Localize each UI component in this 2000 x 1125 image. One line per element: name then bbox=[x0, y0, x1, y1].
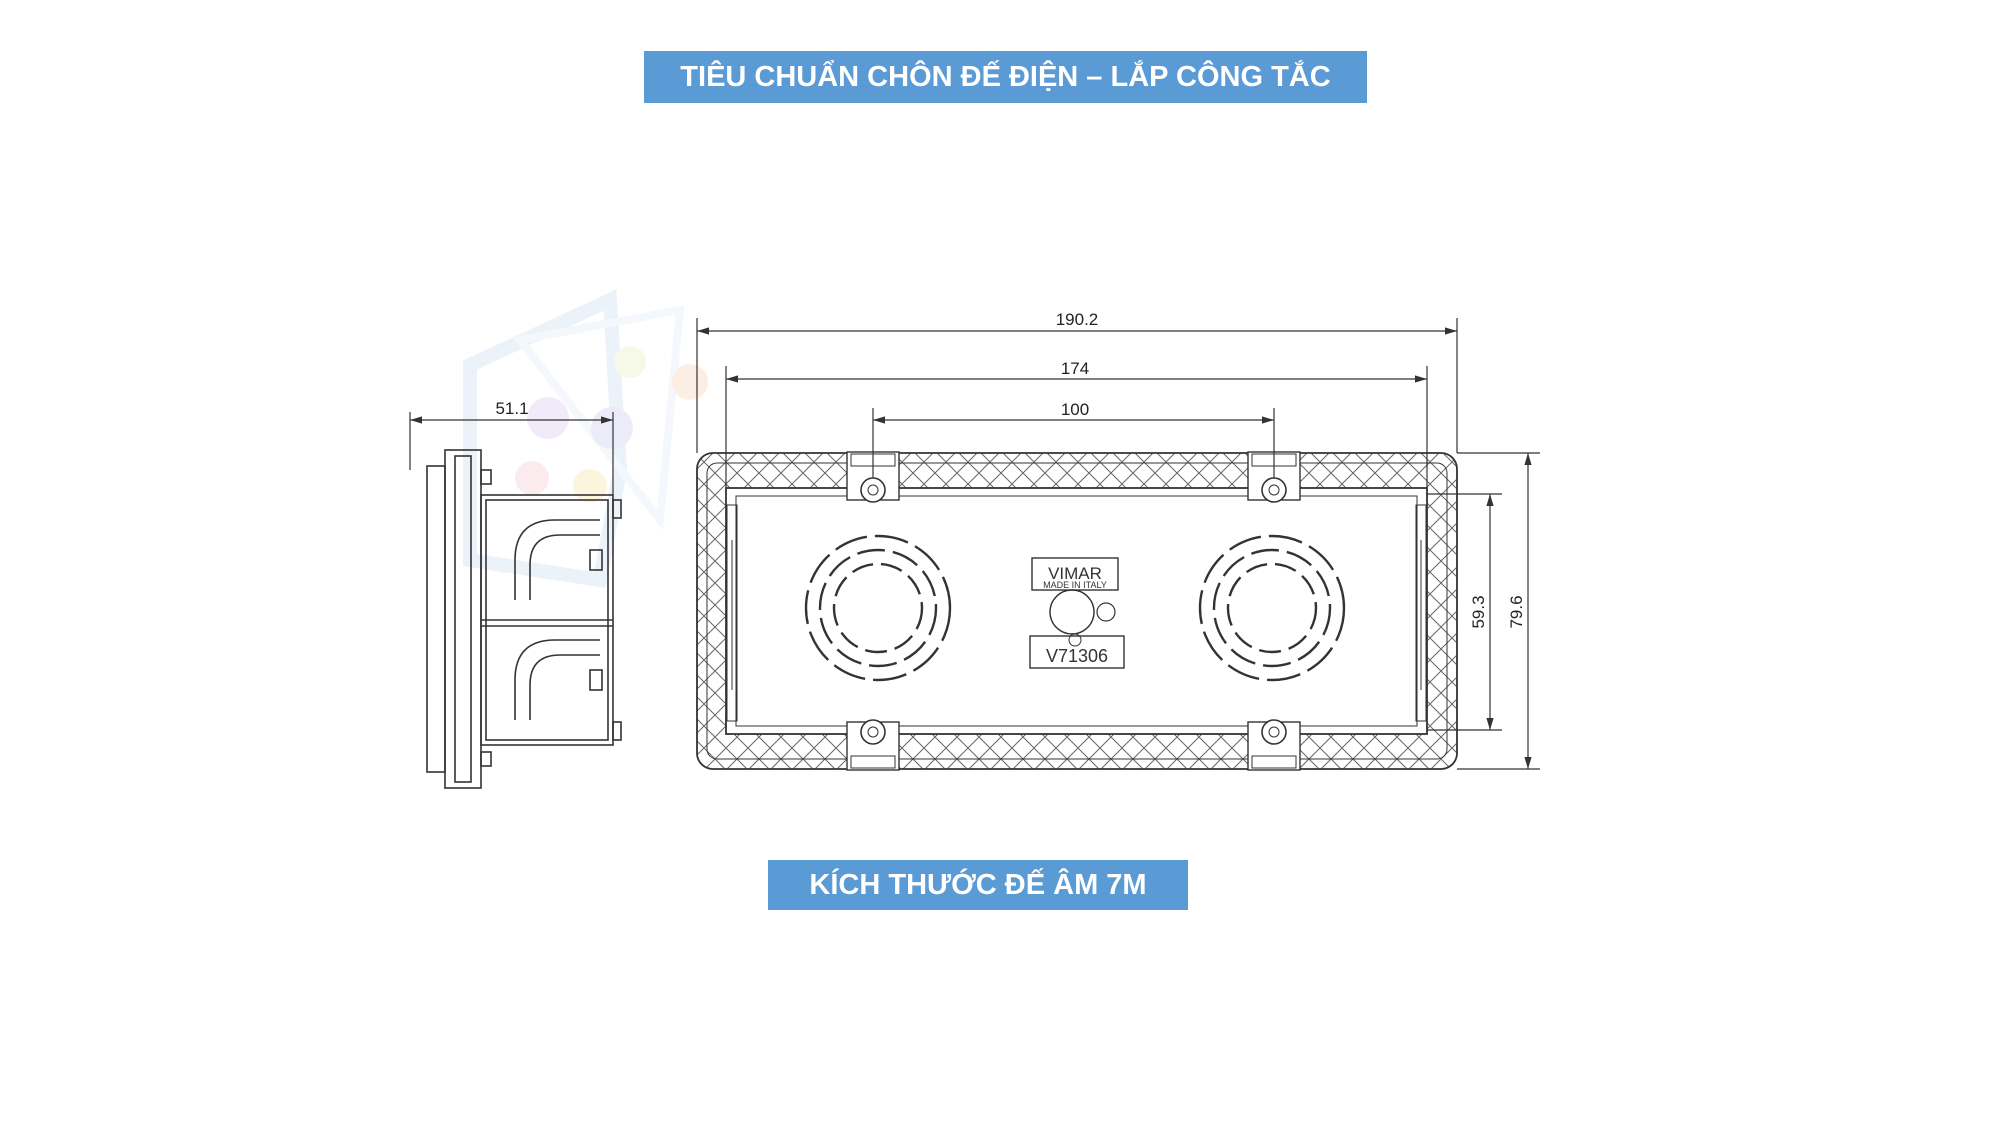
dimension-side-depth bbox=[409, 412, 614, 495]
side-view bbox=[426, 449, 622, 789]
dimension-screw-spacing bbox=[872, 408, 1275, 478]
dimension-inner-height bbox=[1427, 493, 1502, 731]
product-code: V71306 bbox=[1046, 646, 1108, 666]
dimension-label-overall-height: 79.6 bbox=[1507, 595, 1526, 628]
dimension-label-overall-width: 190.2 bbox=[1056, 310, 1099, 329]
front-view: VIMAR MADE IN ITALY V71306 bbox=[696, 451, 1458, 771]
watermark-logo bbox=[463, 289, 708, 588]
caption-banner: KÍCH THƯỚC ĐẾ ÂM 7M bbox=[768, 860, 1188, 910]
mark-icon bbox=[1068, 633, 1082, 647]
screw-post-top-left bbox=[846, 451, 900, 503]
dimension-label-screw-spacing: 100 bbox=[1061, 400, 1089, 419]
certification-icon bbox=[1096, 602, 1116, 622]
dimension-overall-width bbox=[696, 318, 1458, 453]
dimension-label-side-depth: 51.1 bbox=[495, 399, 528, 418]
title-banner: TIÊU CHUẨN CHÔN ĐẾ ĐIỆN – LẮP CÔNG TẮC C… bbox=[644, 51, 1367, 145]
dimension-label-inner-width: 174 bbox=[1061, 359, 1089, 378]
brand-logo: VIMAR bbox=[1048, 564, 1102, 583]
screw-post-bottom-left bbox=[846, 719, 900, 771]
product-label: VIMAR MADE IN ITALY V71306 bbox=[1029, 557, 1125, 669]
origin-text: MADE IN ITALY bbox=[1043, 580, 1107, 590]
dimension-overall-height bbox=[1457, 452, 1540, 770]
dimension-label-inner-height: 59.3 bbox=[1469, 595, 1488, 628]
screw-post-bottom-right bbox=[1247, 719, 1301, 771]
knockout-left bbox=[804, 534, 952, 682]
knockout-right bbox=[1198, 534, 1346, 682]
dimension-inner-width bbox=[725, 366, 1428, 488]
